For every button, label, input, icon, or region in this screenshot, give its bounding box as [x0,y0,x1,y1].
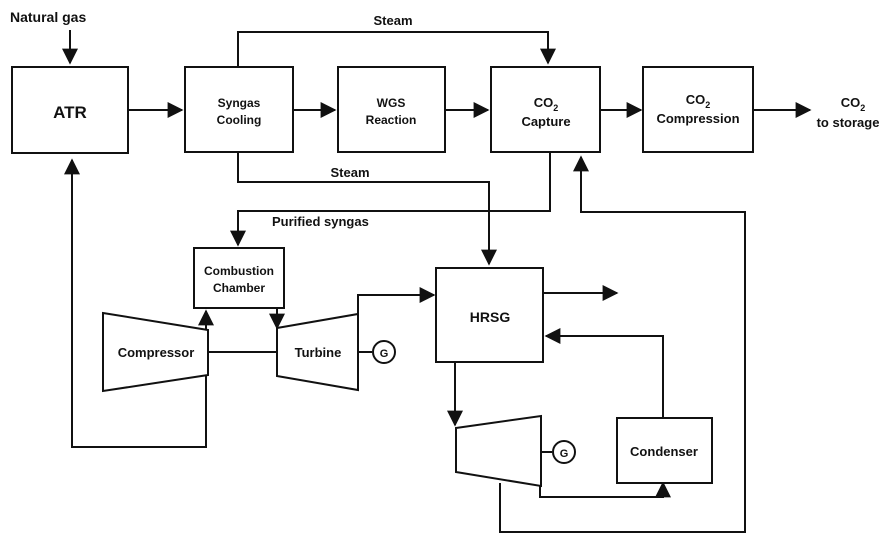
steam-mid-label: Steam [330,165,369,180]
co2-out-label-2: to storage [817,115,880,130]
syngas-cooling-label-2: Cooling [217,113,262,127]
co2-capture-block [490,66,601,153]
co2-compression-block [642,66,754,153]
co2-capture-label-2: Capture [521,114,570,129]
steam-to-capture-line [499,155,746,533]
wgs-reaction-block [337,66,446,153]
purified-syngas-line [230,152,551,247]
compressor-block [102,311,209,393]
steam-turbine-generator-label: G [560,448,569,460]
turbine-to-hrsg-line [357,287,436,316]
combustion-chamber-label-1: Combustion [204,264,274,278]
syngas-cooling-label-1: Syngas [218,96,261,110]
hrsg-label: HRSG [470,309,511,325]
natural-gas-label: Natural gas [10,9,86,25]
steam-top-line [237,31,556,67]
co2-compression-label-2: Compression [656,111,739,126]
condenser-label: Condenser [630,444,698,459]
steam-turbine-generator-icon [552,440,576,464]
atr-label: ATR [53,103,87,122]
steam-top-label: Steam [373,13,412,28]
condenser-block [616,417,713,484]
compressor-label: Compressor [118,345,195,360]
gas-turbine-block [276,312,359,392]
combustion-chamber-block [193,247,285,309]
steam-mid-line [237,152,497,266]
combustion-chamber-label-2: Chamber [213,281,265,295]
co2-compression-label-1: CO2 [686,92,711,110]
co2-out-label-1: CO2 [841,95,866,113]
co2-capture-label-1: CO2 [534,95,559,113]
compressor-to-atr-line [64,158,207,448]
steam-turbine-block [455,414,542,488]
atr-block [11,66,129,154]
wgs-reaction-label-1: WGS [377,96,406,110]
condenser-to-hrsg-line [544,328,664,418]
gas-turbine-generator-label: G [380,348,389,360]
syngas-cooling-block [184,66,294,153]
wgs-reaction-label-2: Reaction [366,113,417,127]
turbine-label: Turbine [295,345,342,360]
gas-turbine-generator-icon [372,340,396,364]
hrsg-block [435,267,544,363]
purified-syngas-label: Purified syngas [272,214,369,229]
